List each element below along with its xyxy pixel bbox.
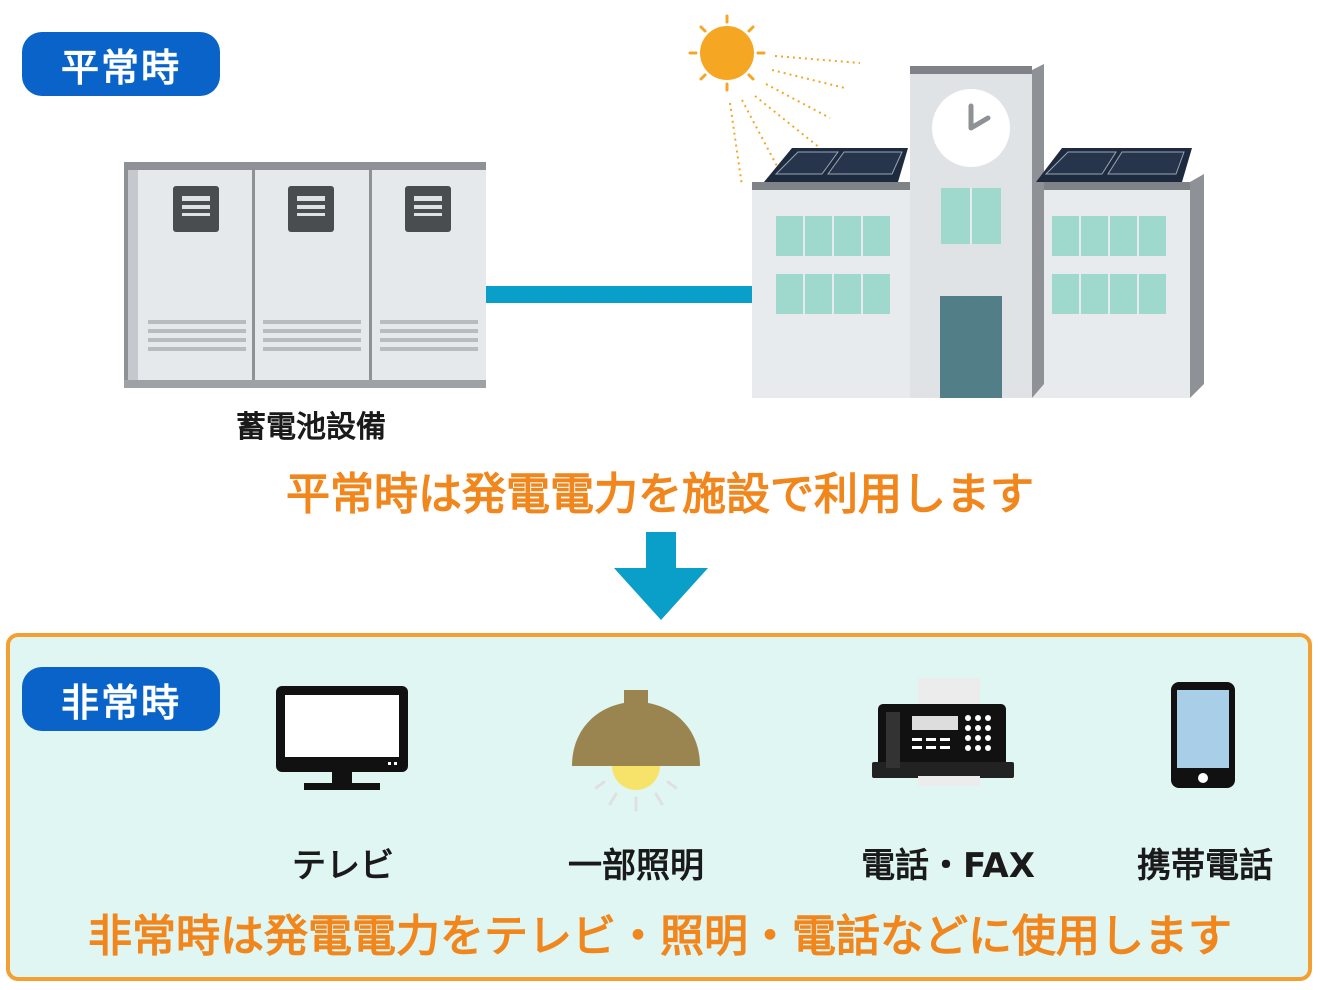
- device-label-mobile: 携帯電話: [1137, 846, 1273, 886]
- device-label-lighting: 一部照明: [568, 846, 704, 886]
- down-arrow-icon: [614, 532, 708, 620]
- smartphone-icon: [1171, 682, 1235, 788]
- battery-equipment-icon: [124, 162, 486, 388]
- emergency-panel: [6, 633, 1312, 981]
- power-connector-line: [486, 286, 756, 303]
- normal-badge: 平常時: [22, 32, 220, 96]
- emergency-caption: 非常時は発電電力をテレビ・照明・電話などに使用します: [88, 911, 1232, 962]
- sun-icon: [688, 14, 861, 187]
- school-building-icon: [752, 64, 1204, 398]
- tv-icon: [276, 686, 408, 790]
- fax-icon: [872, 678, 1014, 786]
- normal-caption: 平常時は発電電力を施設で利用します: [286, 469, 1034, 520]
- device-label-tv: テレビ: [292, 846, 394, 886]
- device-label-fax: 電話・FAX: [861, 846, 1035, 886]
- battery-equipment-label: 蓄電池設備: [236, 410, 386, 445]
- lamp-icon: [572, 690, 700, 812]
- emergency-badge: 非常時: [22, 667, 220, 731]
